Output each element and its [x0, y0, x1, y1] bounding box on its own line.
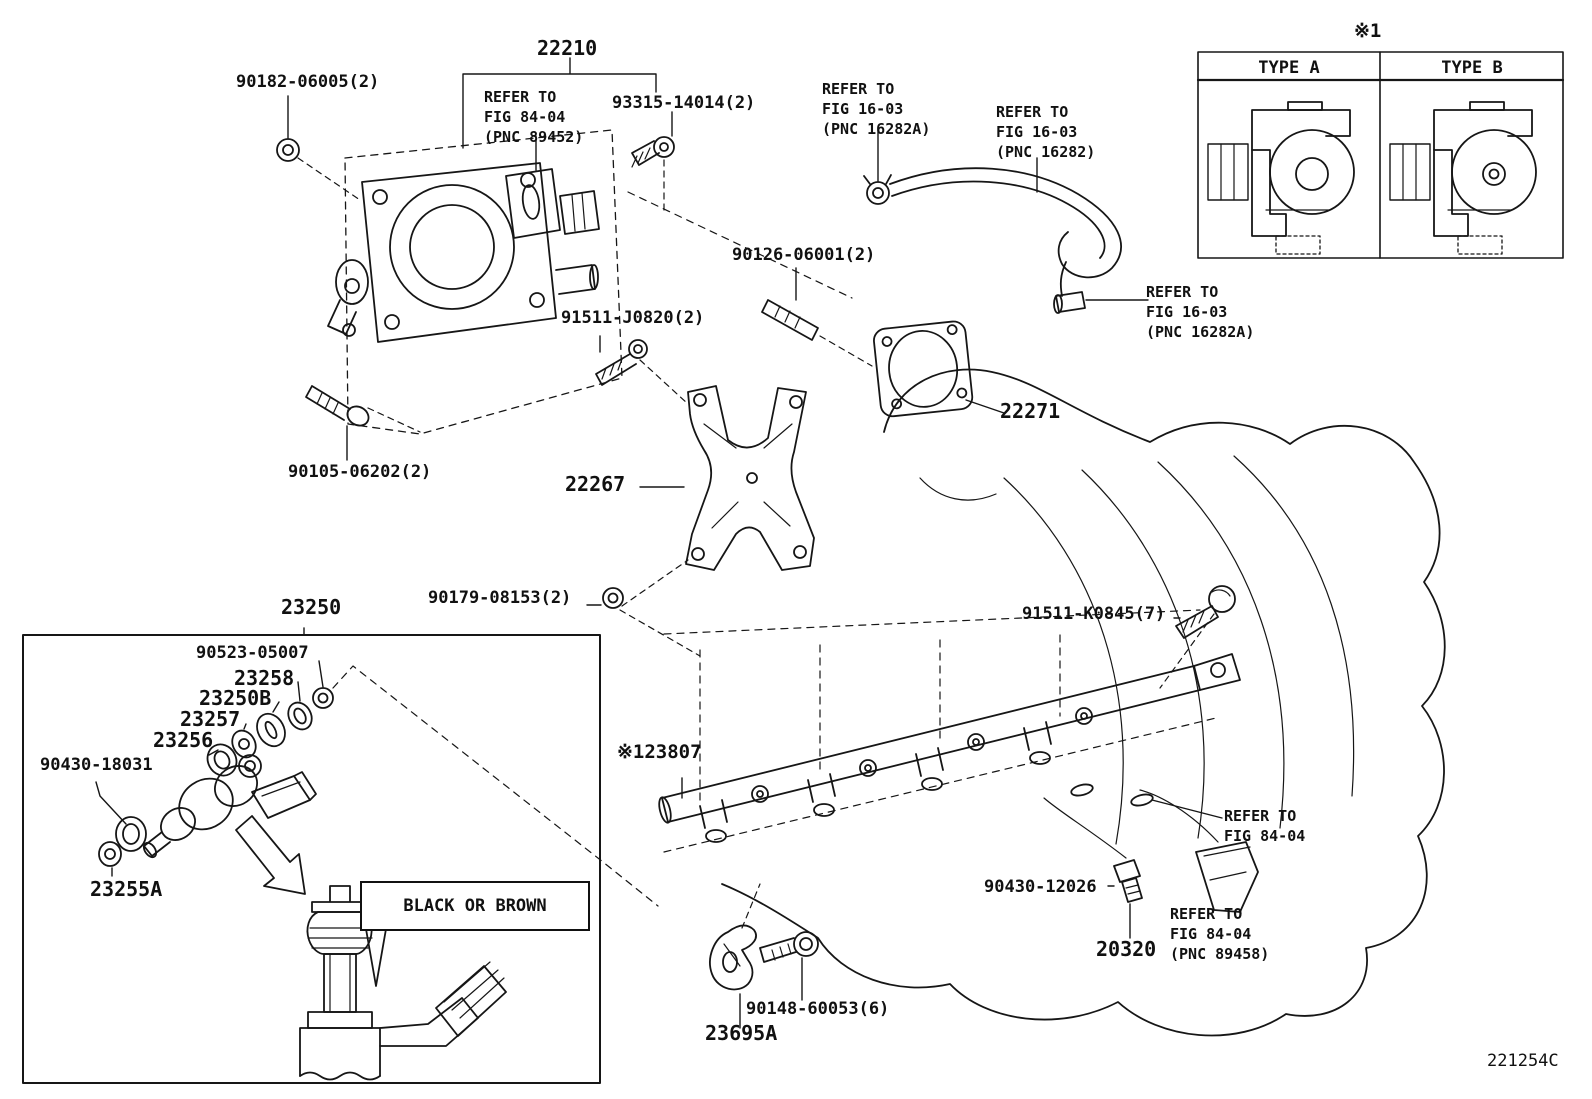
bolt-91511k-drawing	[1159, 585, 1236, 689]
ref-line: (PNC 16282)	[996, 143, 1096, 161]
ref-line: (PNC 89452)	[484, 128, 584, 146]
part-label-90148: 90148-60053(6)	[746, 999, 890, 1019]
ref-line: FIG 16-03	[996, 123, 1078, 141]
nut-90182-drawing	[276, 95, 361, 201]
ref-note-fig84-89458: REFER TO FIG 84-04 (PNC 89458)	[1170, 904, 1269, 964]
variant-table-drawing	[1196, 51, 1565, 259]
bolt-90179-drawing	[586, 559, 701, 657]
part-label-22210: 22210	[537, 36, 598, 60]
type-b-illustration	[1389, 101, 1537, 255]
leader-22271	[965, 399, 1005, 414]
part-label-90179: 90179-08153(2)	[428, 588, 572, 608]
ref-line: FIG 16-03	[822, 100, 904, 118]
ref-line: REFER TO	[996, 103, 1069, 121]
part-label-20320: 20320	[1096, 937, 1157, 961]
part-label-22267: 22267	[565, 472, 626, 496]
part-label-22271: 22271	[1000, 399, 1061, 423]
clamp-23695a-drawing	[709, 883, 761, 1029]
bolt-90148-drawing	[759, 931, 819, 1001]
part-label-23250: 23250	[281, 595, 342, 619]
ref-line: (PNC 89458)	[1170, 945, 1270, 963]
ref-note-fig16-16282a-top: REFER TO FIG 16-03 (PNC 16282A)	[822, 79, 930, 139]
part-label-23807: ※123807	[617, 741, 702, 763]
ref-line: REFER TO	[1170, 905, 1243, 923]
ref-note-fig16-16282a-mid: REFER TO FIG 16-03 (PNC 16282A)	[1146, 282, 1254, 342]
ref-line: REFER TO	[484, 88, 557, 106]
part-label-90105: 90105-06202(2)	[288, 462, 432, 482]
union-bolt-90430-drawing	[1043, 797, 1143, 939]
label-leader-lines-22210	[462, 57, 657, 171]
ref-line: FIG 16-03	[1146, 303, 1228, 321]
type-a-illustration	[1207, 101, 1355, 255]
variant-table-header-type-a: TYPE A	[1258, 58, 1320, 78]
part-label-90430-12026: 90430-12026	[984, 877, 1097, 897]
sensor-89458-drawing	[1139, 789, 1259, 913]
intake-manifold-drawing	[721, 368, 1446, 1037]
ref-line: (PNC 16282A)	[1146, 323, 1255, 341]
ref-line: FIG 84-04	[1170, 925, 1252, 943]
part-label-23250b: 23250B	[199, 686, 272, 710]
assembly-axis-dashed	[627, 191, 853, 299]
black-or-brown-text: BLACK OR BROWN	[403, 896, 547, 916]
gasket-22271-drawing	[873, 320, 974, 418]
vacuum-hose-drawing	[863, 129, 1149, 314]
part-label-93315: 93315-14014(2)	[612, 93, 756, 113]
bolt-91511j-drawing	[595, 335, 689, 405]
part-label-90523: 90523-05007	[196, 643, 309, 663]
variant-table-header-type-b: TYPE B	[1441, 58, 1503, 78]
variant-table-marker: ※1	[1354, 20, 1382, 42]
ref-line: FIG 84-04	[1224, 827, 1306, 845]
bolt-90105-drawing	[305, 385, 421, 461]
figure-number: 221254C	[1487, 1051, 1559, 1071]
injector-detail-box	[22, 627, 659, 1084]
ref-line: REFER TO	[1146, 283, 1219, 301]
part-label-23258: 23258	[234, 666, 295, 690]
part-label-23695a: 23695A	[705, 1021, 778, 1045]
part-label-91511k: 91511-K0845(7)	[1022, 604, 1166, 624]
screw-93315-drawing	[631, 111, 675, 213]
part-label-23257: 23257	[180, 707, 241, 731]
bracket-22267-drawing	[639, 385, 815, 571]
part-label-90182: 90182-06005(2)	[236, 72, 380, 92]
part-label-23256: 23256	[153, 728, 214, 752]
part-label-23255a: 23255A	[90, 877, 163, 901]
stud-90126-drawing	[761, 267, 873, 367]
ref-line: FIG 84-04	[484, 108, 566, 126]
ref-note-fig16-16282: REFER TO FIG 16-03 (PNC 16282)	[996, 102, 1095, 162]
fuel-rail-drawing	[658, 609, 1241, 853]
black-or-brown-callout: BLACK OR BROWN	[360, 881, 590, 931]
part-label-91511j: 91511-J0820(2)	[561, 308, 705, 328]
throttle-body-drawing	[327, 129, 623, 435]
part-label-90430-18031: 90430-18031	[40, 755, 153, 775]
ref-line: REFER TO	[822, 80, 895, 98]
ref-note-fig84-right: REFER TO FIG 84-04	[1224, 806, 1305, 846]
ref-note-fig84-89452: REFER TO FIG 84-04 (PNC 89452)	[484, 87, 583, 147]
ref-line: (PNC 16282A)	[822, 120, 931, 138]
part-label-90126: 90126-06001(2)	[732, 245, 876, 265]
ref-line: REFER TO	[1224, 807, 1297, 825]
